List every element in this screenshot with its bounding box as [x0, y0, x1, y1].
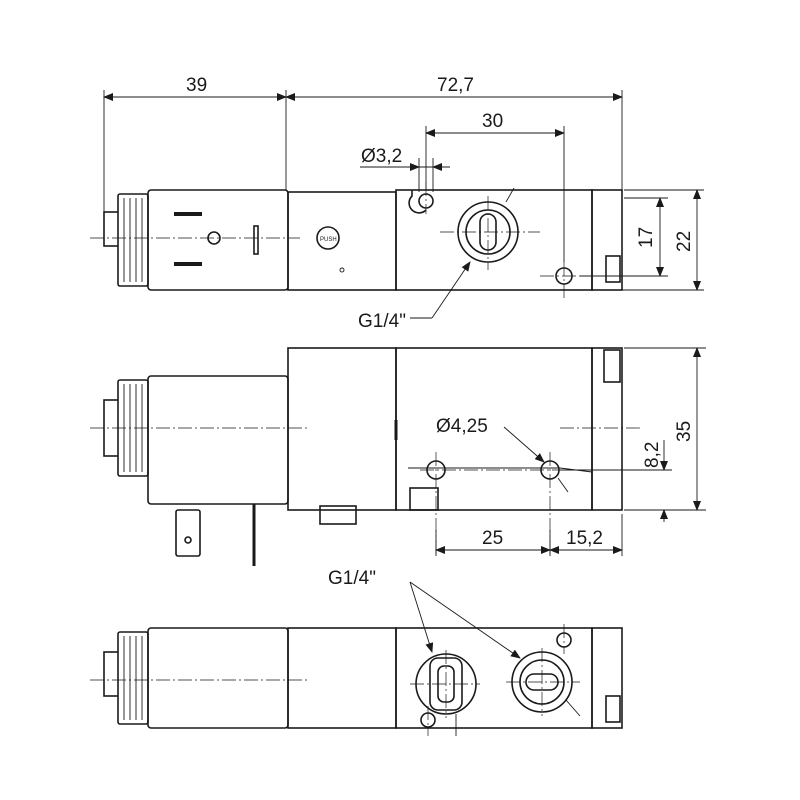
connector-plug-bottom: [103, 631, 149, 725]
dim-pin-hole-diameter: Ø3,2: [361, 146, 402, 167]
operator-section-bottom: [287, 627, 397, 729]
dim-port-spacing: 30: [482, 111, 503, 132]
coil-body-side: [147, 375, 289, 505]
dim-height-22: 22: [674, 231, 695, 252]
coil-body-top: [147, 189, 289, 291]
top-view: PUSH: [90, 182, 623, 298]
indicator-dot-icon: [339, 267, 345, 273]
dim-coil-length: 39: [186, 75, 207, 96]
label-port-thread-bottom: G1/4": [328, 568, 376, 589]
dim-offset-8-2: 8,2: [642, 442, 663, 468]
operator-section-side: [287, 347, 397, 511]
coil-body-bottom: [147, 627, 289, 729]
dim-end-offset: 15,2: [566, 528, 603, 549]
spade-terminal: [175, 509, 201, 557]
bottom-view-labels: G1/4": [328, 568, 521, 659]
push-button-text: PUSH: [320, 237, 337, 243]
end-cap-bottom: [591, 627, 623, 729]
connector-plug-top: [103, 193, 149, 287]
push-button-icon: [316, 226, 340, 250]
valve-body-top: [395, 189, 593, 291]
label-port-thread-top: G1/4": [358, 311, 406, 332]
operator-section-top: [287, 191, 397, 291]
side-view-dimensions: 35 8,2 25 15,2 Ø4,25: [435, 347, 706, 556]
valve-body-side: [395, 347, 593, 511]
dim-height-35: 35: [674, 421, 695, 442]
dim-body-length: 72,7: [437, 75, 474, 96]
side-view: [90, 347, 640, 566]
top-view-dimensions: 39 72,7 30 Ø3,2 17 22 G1/4": [103, 75, 704, 332]
dim-hole-spacing: 25: [482, 528, 503, 549]
bottom-view: [90, 624, 623, 736]
label-mount-hole-diameter: Ø4,25: [436, 416, 488, 437]
end-cap-top: [591, 189, 623, 291]
end-cap-side: [591, 347, 623, 511]
dim-height-17: 17: [636, 227, 657, 248]
